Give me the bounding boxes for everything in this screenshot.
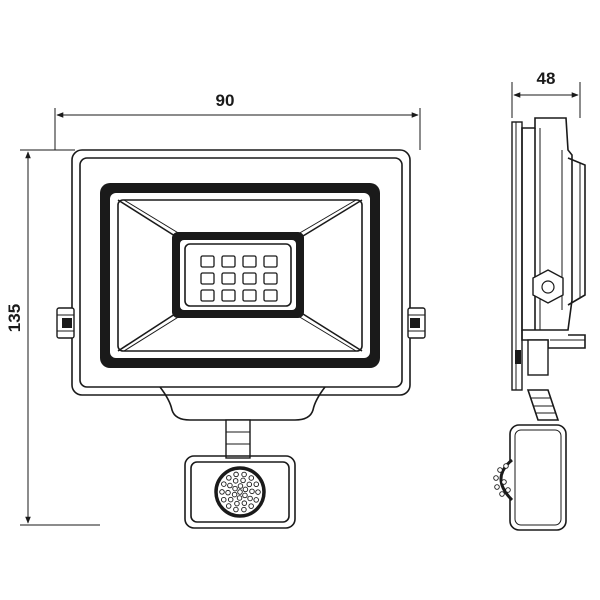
led-chip <box>263 272 278 285</box>
pir-lens-cell <box>242 486 249 493</box>
side-pir-lens-cell <box>499 491 505 497</box>
led-board <box>184 243 292 307</box>
pir-lens-cell <box>249 488 255 495</box>
pir-lens-cell <box>255 489 261 495</box>
pir-lens-cell <box>246 481 253 488</box>
side-view <box>493 117 586 531</box>
led-chip <box>221 255 236 268</box>
front-view <box>56 149 426 529</box>
width-dimension: 90 <box>54 91 421 150</box>
right-bracket <box>407 307 426 339</box>
pir-sensor-inner <box>190 461 290 523</box>
depth-dimension: 48 <box>511 69 581 118</box>
led-chip <box>221 289 236 302</box>
housing-inner <box>79 157 403 388</box>
side-pir-lens-cell <box>505 487 511 493</box>
width-label: 90 <box>216 91 235 110</box>
height-label: 135 <box>5 304 24 332</box>
side-pir-lens-cell <box>494 484 500 490</box>
housing-bottom-tab <box>159 386 326 421</box>
sensor-stem <box>225 419 251 459</box>
housing-outer <box>71 149 411 396</box>
led-chip <box>242 272 257 285</box>
pir-lens-cell <box>248 475 255 481</box>
pir-sensor-lens <box>214 466 266 518</box>
led-chip <box>263 255 278 268</box>
pir-lens-cell <box>237 489 243 495</box>
pir-lens-cell <box>226 475 232 481</box>
pir-lens-cell <box>241 471 247 478</box>
led-chip <box>200 255 215 268</box>
pir-lens-cell <box>240 477 246 484</box>
side-sensor-lens <box>493 458 514 502</box>
led-grid <box>200 255 278 302</box>
side-sensor-stem-upper <box>527 339 549 376</box>
pir-lens-cell <box>242 492 248 499</box>
pir-lens-cell <box>247 495 253 502</box>
pir-lens-cell <box>232 485 238 492</box>
pir-sensor-housing <box>184 455 296 529</box>
pir-lens-cell <box>221 481 227 487</box>
led-chip <box>221 272 236 285</box>
led-chip <box>242 255 257 268</box>
pir-lens-cell <box>232 478 239 484</box>
side-bracket-bolt <box>532 269 564 304</box>
led-chip <box>200 272 215 285</box>
pir-lens-cell <box>236 495 243 501</box>
side-pir-lens-cell <box>501 479 507 485</box>
led-chip <box>263 289 278 302</box>
side-main-body <box>521 117 573 331</box>
reflector-facets <box>117 199 363 352</box>
led-chip <box>242 289 257 302</box>
led-chip <box>200 289 215 302</box>
pir-lens-cell <box>233 506 239 513</box>
pir-lens-cell <box>231 491 238 498</box>
left-bracket <box>56 307 75 339</box>
side-pir-lens-cell <box>493 475 499 481</box>
pir-lens-cell <box>227 482 233 489</box>
pir-lens-cell <box>248 503 254 509</box>
side-sensor-stem <box>526 389 560 421</box>
depth-label: 48 <box>537 69 556 88</box>
pir-lens-cell <box>241 500 248 506</box>
pir-lens-cell <box>233 471 239 478</box>
side-front-plate <box>511 121 523 391</box>
pir-lens-cell <box>220 496 227 503</box>
pir-lens-cell <box>225 489 231 496</box>
reflector-inner-edge <box>117 199 363 352</box>
height-dimension: 135 <box>5 149 100 526</box>
pir-lens-cell <box>253 497 259 503</box>
side-sensor-housing <box>509 424 567 531</box>
pir-lens-cell <box>234 500 240 507</box>
pir-lens-cell <box>225 503 232 509</box>
pir-lens-cell <box>219 489 225 495</box>
side-heatsink <box>567 157 586 306</box>
side-pir-lens-cell <box>497 467 503 473</box>
side-pir-lens-cell <box>503 463 509 469</box>
pir-lens-cell <box>253 481 260 488</box>
pir-lens-cell <box>227 496 234 503</box>
pir-lens-cell <box>237 483 244 489</box>
pir-lens-cell <box>241 506 247 513</box>
